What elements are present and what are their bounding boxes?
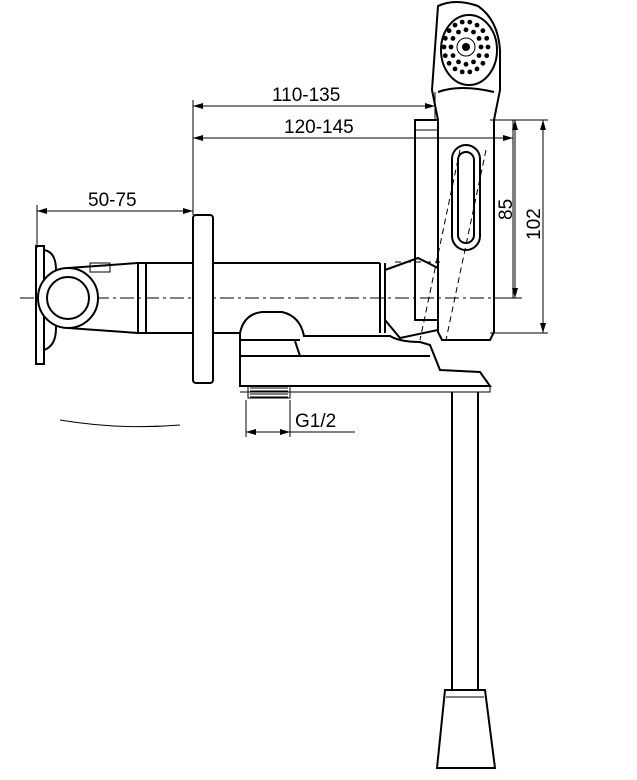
nozzle-dot: [446, 60, 452, 66]
nozzle-dot: [478, 44, 484, 50]
nozzle-dot: [442, 35, 448, 41]
shower-head-face: [440, 14, 498, 86]
nozzle-dot: [450, 53, 456, 58]
wall-flange: [192, 214, 214, 384]
valve-body: [239, 311, 492, 399]
nozzle-dot: [480, 60, 486, 66]
wall-mount-bracket: [35, 245, 139, 365]
nozzle-dot: [446, 28, 452, 34]
shower-hose: [435, 392, 497, 769]
nozzle-dot: [463, 61, 469, 67]
dim-85: 85: [496, 199, 517, 220]
dim-120-145: 120-145: [284, 117, 354, 138]
nozzle-dot: [480, 28, 486, 34]
nozzle-dot: [474, 66, 480, 72]
nozzle-dot: [448, 44, 454, 50]
nozzle-dot: [471, 29, 476, 35]
nozzle-dot: [476, 53, 482, 58]
shower-nozzles: [441, 19, 491, 75]
nozzle-dot: [476, 36, 482, 41]
nozzle-dot: [467, 19, 473, 25]
thread-connector: [250, 387, 288, 398]
nozzle-dot: [474, 22, 480, 28]
nozzle-dot: [467, 69, 473, 75]
thread-label-g1-2: G1/2: [295, 411, 336, 432]
nozzle-dot: [456, 29, 461, 35]
nozzle-dot: [441, 44, 447, 50]
nozzle-dot: [459, 19, 465, 25]
nozzle-dot: [456, 59, 461, 65]
nozzle-dot: [459, 69, 465, 75]
nozzle-dot: [485, 44, 491, 50]
nozzle-dot: [452, 66, 458, 72]
dim-110-135: 110-135: [272, 85, 340, 106]
nozzle-dot: [463, 27, 469, 33]
nozzle-dot: [484, 53, 490, 59]
dim-50-75: 50-75: [88, 190, 137, 211]
nozzle-dot: [450, 36, 456, 41]
nozzle-dot: [452, 22, 458, 28]
hand-shower: [414, 1, 501, 341]
nozzle-dot: [442, 53, 448, 59]
nozzle-dot: [471, 59, 476, 65]
nozzle-dot: [484, 35, 490, 41]
shower-button: [451, 144, 481, 251]
dim-102: 102: [524, 208, 545, 240]
dimension-lines: [36, 92, 548, 437]
